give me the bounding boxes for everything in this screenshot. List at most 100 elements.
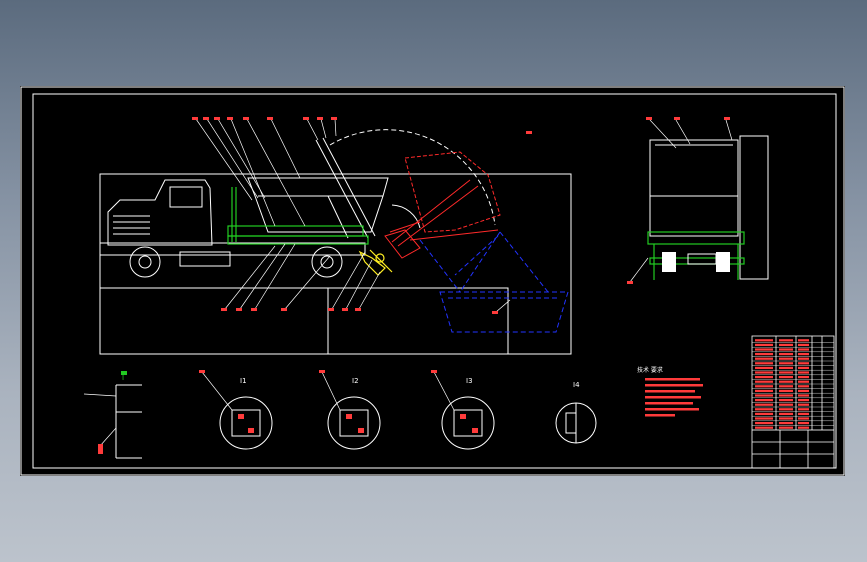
detail-circle-4 xyxy=(555,402,597,444)
bom-cell xyxy=(779,343,793,346)
leader-dot-icon xyxy=(203,117,209,120)
bom-cell xyxy=(779,399,793,402)
rear-wheel xyxy=(311,246,343,278)
bom-cell xyxy=(755,385,773,388)
bom-cell xyxy=(755,408,773,411)
bom-cell xyxy=(779,348,793,351)
leader-dot-icon xyxy=(281,308,287,311)
bill-of-materials xyxy=(752,339,834,431)
leader-dot-icon xyxy=(221,308,227,311)
bom-cell xyxy=(779,362,793,365)
leader-dot-icon xyxy=(492,311,498,314)
leader-dot-icon xyxy=(331,117,337,120)
bom-cell xyxy=(779,422,793,425)
bom-cell xyxy=(755,426,773,429)
bom-cell xyxy=(755,376,773,379)
bom-cell xyxy=(755,412,773,415)
bom-cell xyxy=(779,408,793,411)
leader-dot-icon xyxy=(267,117,273,120)
leader-dot-icon xyxy=(303,117,309,120)
bom-cell xyxy=(779,366,793,369)
bom-cell xyxy=(755,399,773,402)
cad-drawing-viewport[interactable]: I I1 I2 I3 I4 技术 要求 xyxy=(20,86,845,476)
bom-cell xyxy=(798,357,809,360)
boom-raised-position xyxy=(384,151,501,259)
bom-cell xyxy=(798,426,809,429)
bom-cell xyxy=(755,357,773,360)
bom-cell xyxy=(779,426,793,429)
bom-cell xyxy=(798,380,809,383)
detail-view-profile xyxy=(83,384,142,459)
truck-side-view xyxy=(99,129,572,355)
detail-label-3: I3 xyxy=(466,377,473,385)
end-view-balloons xyxy=(627,117,730,284)
bom-cell xyxy=(798,408,809,411)
leader-dot-icon xyxy=(342,308,348,311)
bom-cell xyxy=(779,376,793,379)
leader-dot-icon xyxy=(627,281,633,284)
chassis-frame xyxy=(99,242,366,256)
detail-label-1: I1 xyxy=(240,377,247,385)
bom-cell xyxy=(798,394,809,397)
detail-label-main: I xyxy=(122,374,124,382)
cad-drawing-canvas[interactable]: I I1 I2 I3 I4 技术 要求 xyxy=(20,86,845,476)
leader-dot-icon xyxy=(227,117,233,120)
bom-cell xyxy=(755,422,773,425)
bom-cell xyxy=(755,389,773,392)
bom-cell xyxy=(755,380,773,383)
callout-leaders xyxy=(195,118,511,313)
leader-dot-icon xyxy=(431,370,437,373)
skip-bin-raised xyxy=(404,151,501,233)
detail-circle-1 xyxy=(201,371,273,450)
bom-cell xyxy=(798,348,809,351)
boom-swing-arc xyxy=(329,129,496,226)
hydraulic-assembly xyxy=(358,249,393,276)
leader-dot-icon xyxy=(192,117,198,120)
bom-cell xyxy=(755,394,773,397)
bom-cell xyxy=(779,389,793,392)
bom-cell xyxy=(755,343,773,346)
bom-cell xyxy=(755,362,773,365)
bom-cell xyxy=(779,417,793,420)
bom-cell xyxy=(779,403,793,406)
leader-dot-icon xyxy=(243,117,249,120)
fuel-tank xyxy=(179,251,231,267)
lower-base-outline xyxy=(327,287,509,355)
front-wheel xyxy=(129,246,161,278)
bom-cell xyxy=(798,376,809,379)
bom-cell xyxy=(755,417,773,420)
bom-cell xyxy=(798,385,809,388)
leader-dot-icon xyxy=(251,308,257,311)
skip-bin-loaded xyxy=(247,177,389,233)
bom-cell xyxy=(798,343,809,346)
detail-tag xyxy=(121,371,127,375)
bom-cell xyxy=(755,403,773,406)
truck-cab xyxy=(107,179,213,246)
bom-cell xyxy=(798,366,809,369)
leader-dot-icon xyxy=(317,117,323,120)
bom-cell xyxy=(755,366,773,369)
bom-cell xyxy=(779,412,793,415)
bom-cell xyxy=(798,371,809,374)
leader-dot-icon xyxy=(199,370,205,373)
leader-dot-icon xyxy=(98,444,103,454)
bom-cell xyxy=(798,353,809,356)
inner-border xyxy=(32,93,837,469)
bom-cell xyxy=(779,371,793,374)
detail-circle-3 xyxy=(433,371,495,450)
leader-dot-icon xyxy=(526,131,532,134)
skip-bin-lowered xyxy=(419,231,569,333)
bom-cell xyxy=(798,389,809,392)
callout-balloons xyxy=(192,117,532,314)
bom-cell xyxy=(755,353,773,356)
lift-arm xyxy=(315,139,369,239)
tech-requirements-notes xyxy=(645,378,703,417)
end-view-wheels xyxy=(662,252,730,272)
leader-dot-icon xyxy=(214,117,220,120)
detail-circle-hatching xyxy=(199,370,478,433)
title-block xyxy=(751,335,835,469)
bom-cell xyxy=(798,362,809,365)
bom-cell xyxy=(779,380,793,383)
bom-cell xyxy=(779,394,793,397)
bom-cell xyxy=(798,417,809,420)
